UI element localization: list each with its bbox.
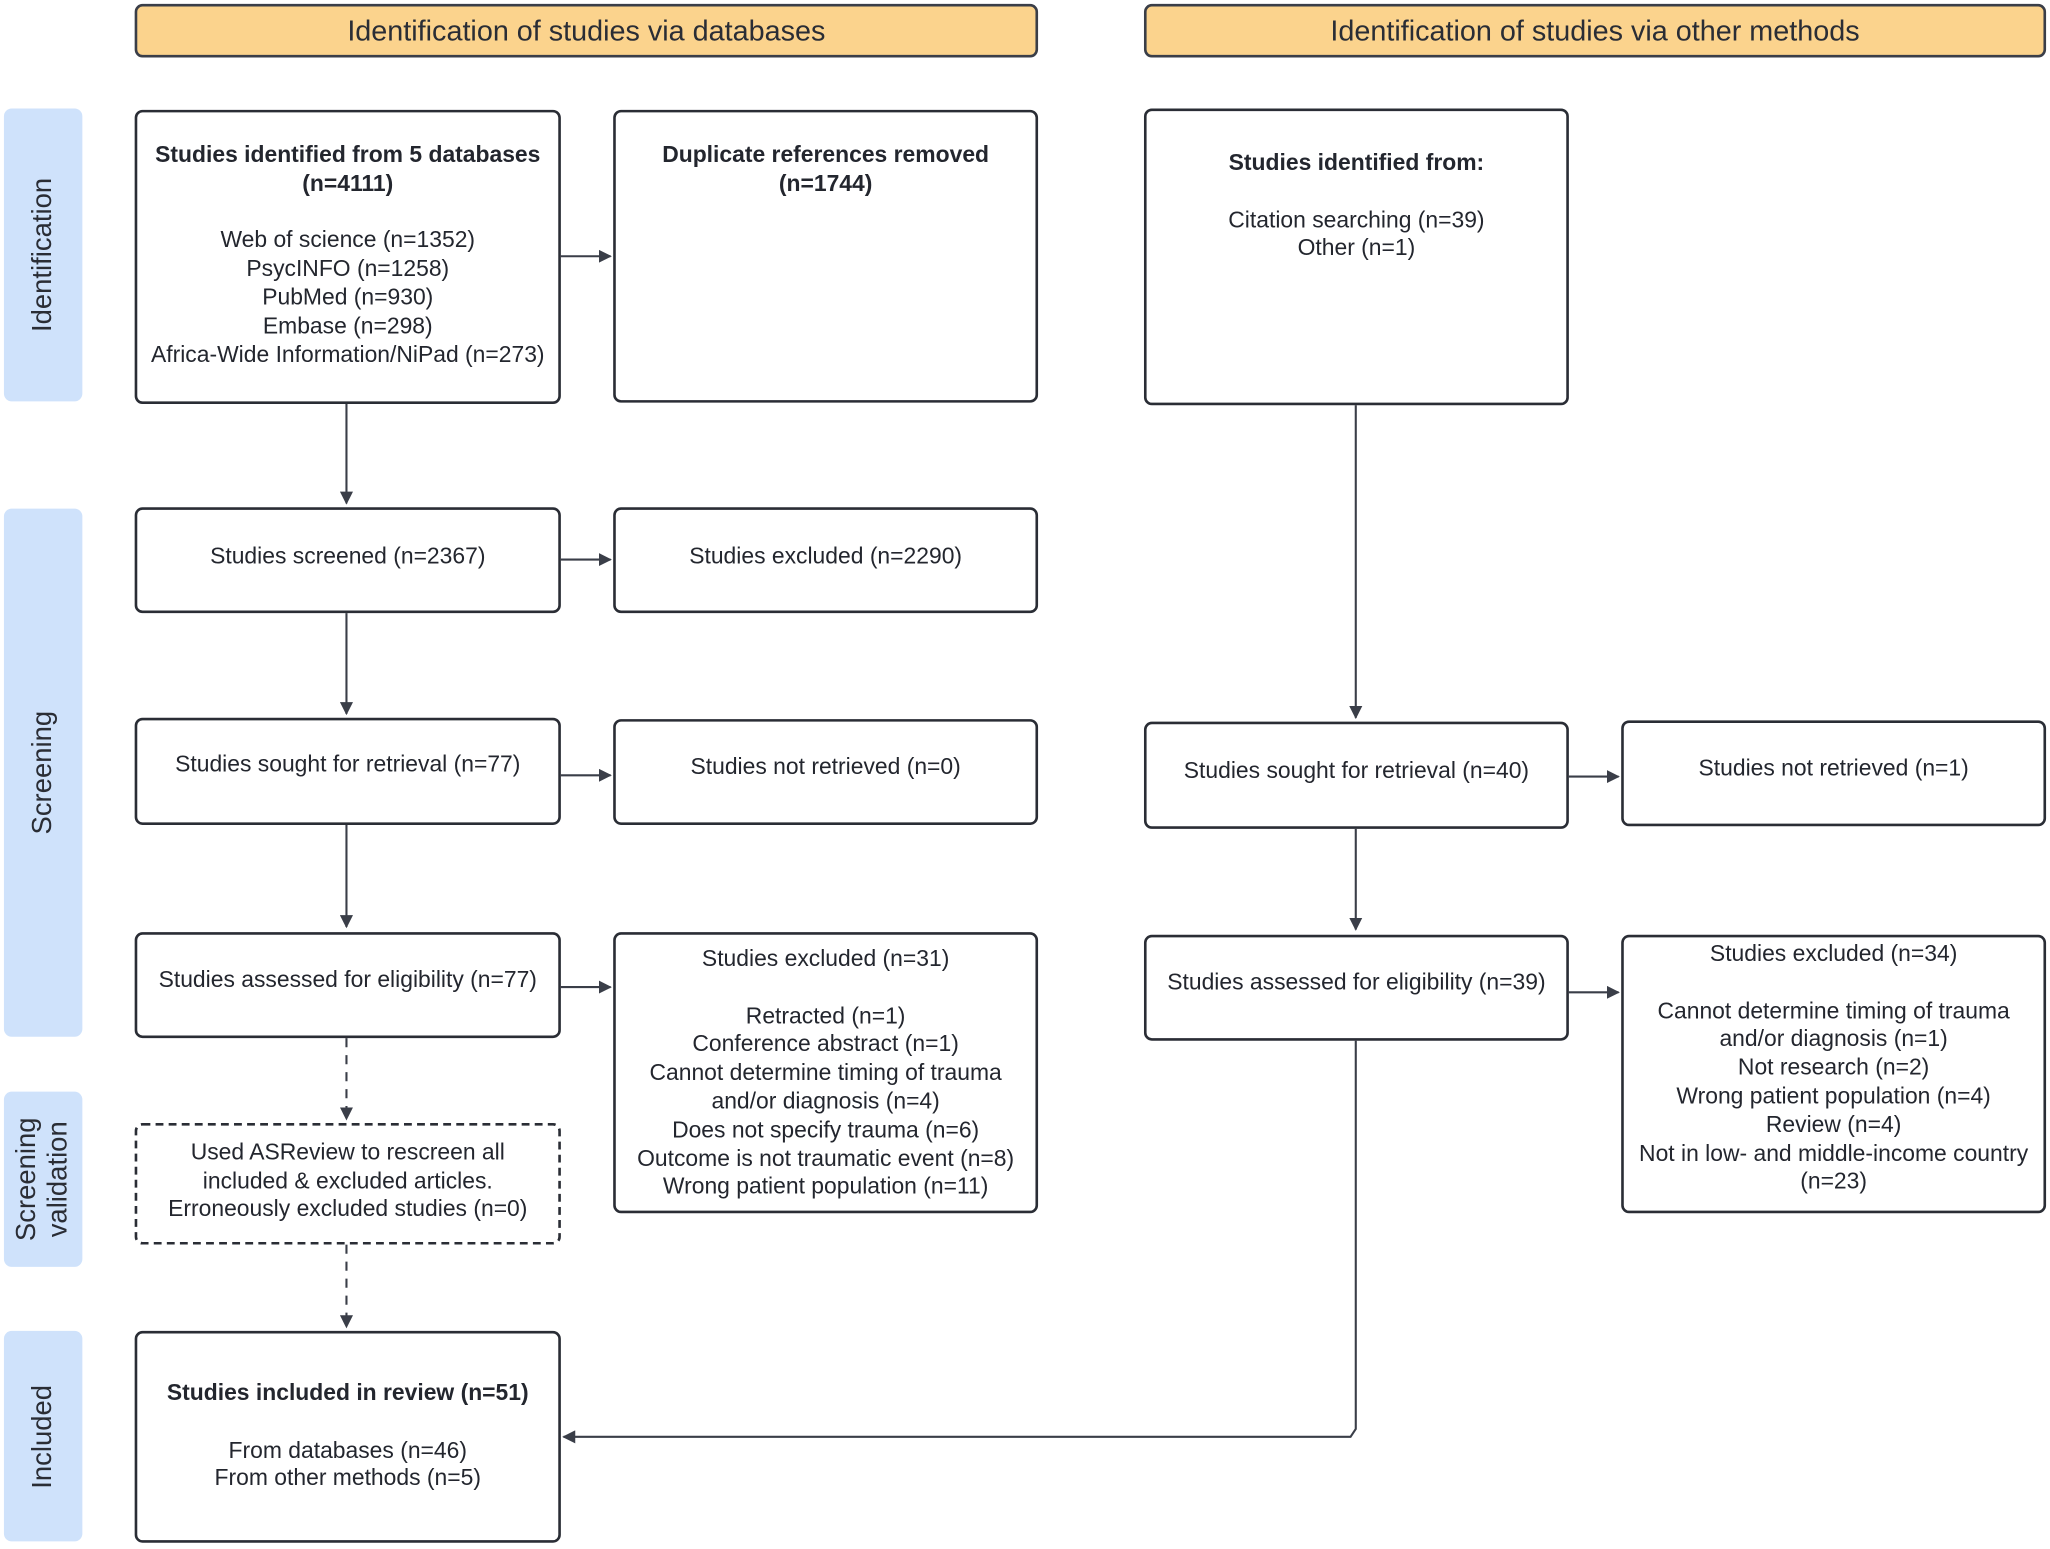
db-screened-label: Studies screened (n=2367) — [210, 542, 486, 569]
db-excluded-label: Studies excluded (n=2290) — [689, 542, 963, 569]
included-title: Studies included in review (n=51) — [166, 1379, 529, 1406]
header-other-methods: Identification of studies via other meth… — [1143, 3, 2047, 58]
db-identified-box: Studies identified from 5 databases (n=4… — [134, 109, 561, 404]
exclusion-reason: and/or diagnosis (n=4) — [711, 1087, 940, 1114]
other-assessed-label: Studies assessed for eligibility (n=39) — [1167, 968, 1546, 995]
other-sought-label: Studies sought for retrieval (n=40) — [1183, 757, 1530, 784]
duplicates-box: Duplicate references removed (n=1744) — [613, 109, 1039, 403]
db-exclusion-reasons: Retracted (n=1) Conference abstract (n=1… — [637, 1002, 1014, 1201]
db-source-item: PubMed (n=930) — [262, 283, 434, 310]
db-identified-title: Studies identified from 5 databases — [155, 141, 541, 168]
db-excluded-box: Studies excluded (n=2290) — [613, 507, 1039, 614]
db-not-retrieved-label: Studies not retrieved (n=0) — [690, 752, 961, 779]
phase-identification: Identification — [3, 108, 83, 402]
asreview-line: Erroneously excluded studies (n=0) — [168, 1195, 528, 1222]
exclusion-reason: Outcome is not traumatic event (n=8) — [637, 1144, 1015, 1171]
db-screened-box: Studies screened (n=2367) — [134, 507, 561, 614]
exclusion-reason: Cannot determine timing of trauma — [649, 1059, 1002, 1086]
exclusion-reason: Wrong patient population (n=11) — [662, 1173, 989, 1200]
exclusion-reason: Cannot determine timing of trauma — [1657, 997, 2010, 1024]
db-excluded-eligibility-box: Studies excluded (n=31) Retracted (n=1) … — [613, 932, 1039, 1214]
exclusion-reason: Does not specify trauma (n=6) — [672, 1116, 980, 1143]
db-source-item: PsycINFO (n=1258) — [246, 255, 450, 282]
phase-screening: Screening — [3, 508, 83, 1037]
db-assessed-label: Studies assessed for eligibility (n=77) — [158, 965, 537, 992]
db-sought-box: Studies sought for retrieval (n=77) — [134, 717, 561, 825]
exclusion-reason: (n=23) — [1800, 1167, 1868, 1195]
header-databases: Identification of studies via databases — [134, 3, 1039, 58]
asreview-line: included & excluded articles. — [202, 1166, 493, 1194]
other-source-item: Other (n=1) — [1297, 234, 1416, 261]
other-source-item: Citation searching (n=39) — [1228, 206, 1485, 233]
db-excluded-eligibility-title: Studies excluded (n=31) — [701, 945, 950, 972]
db-not-retrieved-box: Studies not retrieved (n=0) — [613, 719, 1039, 825]
other-identified-box: Studies identified from: Citation search… — [1143, 108, 1569, 406]
duplicates-count: (n=1744) — [778, 169, 873, 196]
other-not-retrieved-label: Studies not retrieved (n=1) — [1698, 753, 1969, 780]
exclusion-reason: Retracted (n=1) — [745, 1002, 906, 1029]
exclusion-reason: Review (n=4) — [1765, 1111, 1902, 1138]
other-exclusion-reasons: Cannot determine timing of trauma and/or… — [1639, 997, 2028, 1196]
exclusion-reason: Wrong patient population (n=4) — [1676, 1082, 1991, 1109]
duplicates-title: Duplicate references removed — [662, 141, 990, 168]
other-assessed-box: Studies assessed for eligibility (n=39) — [1143, 934, 1569, 1041]
db-source-item: Africa-Wide Information/NiPad (n=273) — [150, 340, 545, 367]
other-sought-box: Studies sought for retrieval (n=40) — [1143, 721, 1569, 829]
other-identified-title: Studies identified from: — [1228, 149, 1485, 176]
other-not-retrieved-box: Studies not retrieved (n=1) — [1621, 720, 2047, 827]
exclusion-reason: Conference abstract (n=1) — [692, 1030, 959, 1057]
other-excluded-eligibility-box: Studies excluded (n=34) Cannot determine… — [1621, 934, 2047, 1214]
exclusion-reason: and/or diagnosis (n=1) — [1719, 1025, 1948, 1052]
included-item: From databases (n=46) — [228, 1436, 467, 1463]
exclusion-reason: Not research (n=2) — [1737, 1054, 1930, 1081]
exclusion-reason: Not in low- and middle-income country — [1639, 1139, 2029, 1166]
db-source-list: Web of science (n=1352) PsycINFO (n=1258… — [151, 227, 545, 369]
db-source-item: Web of science (n=1352) — [220, 226, 476, 253]
asreview-validation-box: Used ASReview to rescreen all included &… — [134, 1123, 561, 1245]
phase-screening-validation: Screening validation — [3, 1091, 83, 1267]
header-other-methods-label: Identification of studies via other meth… — [1330, 13, 1860, 47]
db-sought-label: Studies sought for retrieval (n=77) — [175, 750, 521, 777]
asreview-line: Used ASReview to rescreen all — [190, 1138, 505, 1165]
phase-included: Included — [3, 1330, 83, 1542]
other-source-list: Citation searching (n=39) Other (n=1) — [1228, 206, 1484, 263]
header-databases-label: Identification of studies via databases — [347, 13, 826, 47]
included-item: From other methods (n=5) — [214, 1464, 481, 1491]
db-identified-count: (n=4111) — [302, 169, 394, 196]
db-source-item: Embase (n=298) — [262, 312, 433, 339]
included-breakdown: From databases (n=46) From other methods… — [215, 1436, 481, 1493]
other-excluded-eligibility-title: Studies excluded (n=34) — [1709, 940, 1958, 967]
db-assessed-box: Studies assessed for eligibility (n=77) — [134, 932, 561, 1039]
included-box: Studies included in review (n=51) From d… — [134, 1330, 561, 1543]
